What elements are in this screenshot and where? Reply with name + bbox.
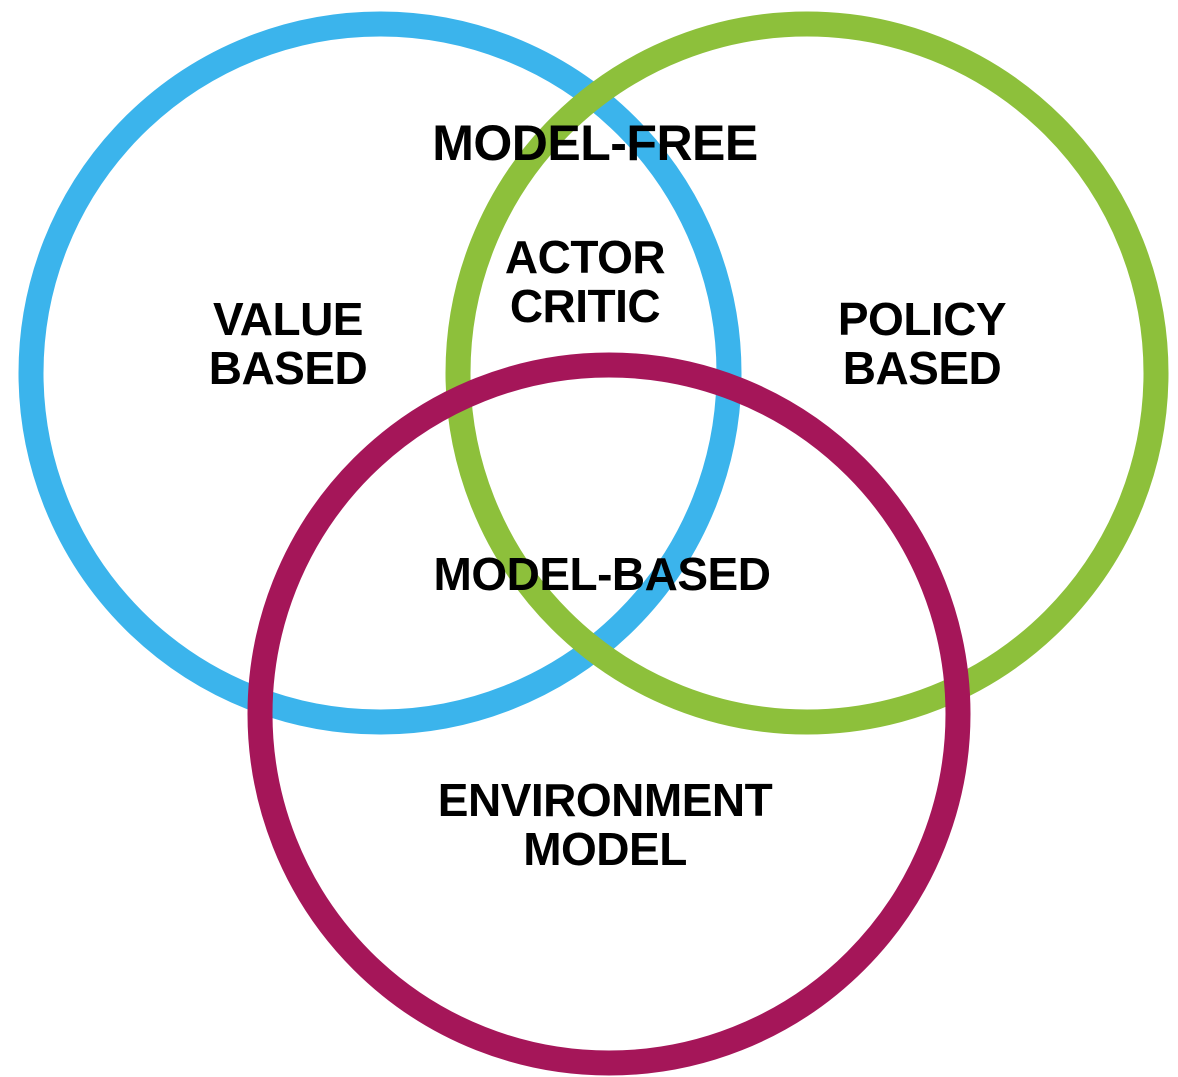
label-value-based: VALUE BASED [208, 293, 368, 394]
label-environment-model: ENVIRONMENT MODEL [437, 774, 773, 875]
label-model-based: MODEL-BASED [433, 548, 771, 600]
label-model-free: MODEL-FREE [432, 115, 758, 171]
circle-policy-based[interactable] [445, 11, 1169, 735]
label-actor-critic: ACTOR CRITIC [504, 231, 666, 332]
label-policy-based: POLICY BASED [837, 293, 1007, 394]
circle-environment-model[interactable] [247, 352, 971, 1076]
